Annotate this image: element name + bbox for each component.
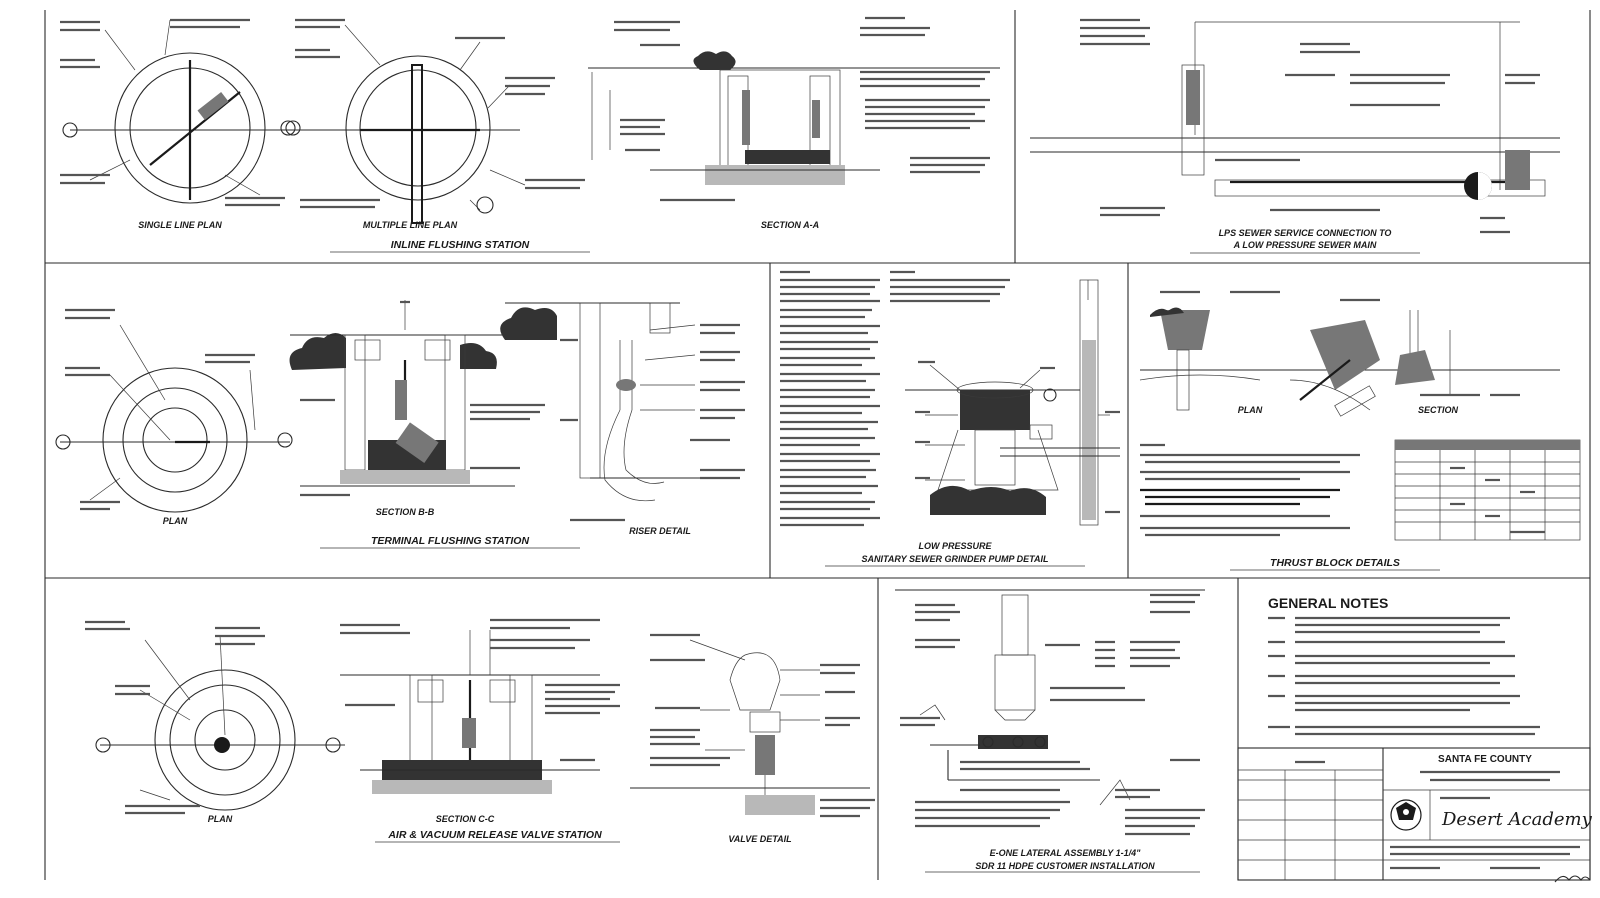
lps-sewer-service-connection-detail: LPS SEWER SERVICE CONNECTION TO A LOW PR… (1030, 18, 1560, 254)
view-label-valve-detail: VALVE DETAIL (728, 834, 791, 844)
pump-notes-column (780, 270, 1010, 527)
view-label-section-b: SECTION B-B (376, 507, 435, 517)
section-a-detail: SECTION A-A (588, 16, 1000, 230)
detail-title-air-vacuum: AIR & VACUUM RELEASE VALVE STATION (387, 829, 602, 841)
view-label-multiple-line-plan: MULTIPLE LINE PLAN (363, 220, 458, 230)
detail-title-pump-line1: LOW PRESSURE (918, 541, 992, 551)
thrust-block-table (1394, 439, 1581, 541)
detail-title-thrust-block: THRUST BLOCK DETAILS (1270, 557, 1400, 569)
detail-title-lps-line1: LPS SEWER SERVICE CONNECTION TO (1219, 228, 1392, 238)
air-vacuum-valve-station-detail: PLAN SECTION C-C (85, 618, 875, 844)
view-label-section-c: SECTION C-C (436, 814, 495, 824)
detail-title-lps-line2: A LOW PRESSURE SEWER MAIN (1233, 240, 1377, 250)
view-label-air-plan: PLAN (208, 814, 233, 824)
grinder-pump-detail: LOW PRESSURE SANITARY SEWER GRINDER PUMP… (780, 270, 1120, 567)
e-one-lateral-assembly-detail: E-ONE LATERAL ASSEMBLY 1-1/4" SDR 11 HDP… (895, 589, 1205, 873)
view-label-riser-detail: RISER DETAIL (629, 526, 691, 536)
view-label-single-line-plan: SINGLE LINE PLAN (138, 220, 222, 230)
detail-title-terminal-flushing: TERMINAL FLUSHING STATION (371, 535, 529, 547)
detail-title-inline-flushing: INLINE FLUSHING STATION (391, 239, 530, 251)
county-seal-icon (1390, 799, 1422, 831)
title-block: SANTA FE COUNTY Desert Academy (1237, 747, 1593, 883)
sheet-frame (44, 10, 1591, 880)
thrust-block-detail: PLAN SECTION (1139, 290, 1581, 571)
detail-title-pump-line2: SANITARY SEWER GRINDER PUMP DETAIL (861, 554, 1048, 564)
detail-title-lateral-line2: SDR 11 HDPE CUSTOMER INSTALLATION (975, 861, 1155, 871)
single-line-plan-view: SINGLE LINE PLAN (60, 18, 315, 230)
inline-flushing-station-detail: SINGLE LINE PLAN (60, 18, 590, 253)
project-logo-text: Desert Academy (1441, 809, 1593, 830)
general-notes-block: GENERAL NOTES (1268, 595, 1540, 736)
general-notes-title: GENERAL NOTES (1268, 595, 1388, 611)
view-label-thrust-section: SECTION (1418, 405, 1459, 415)
multiple-line-plan-view: MULTIPLE LINE PLAN (280, 18, 585, 230)
view-label-terminal-plan: PLAN (163, 516, 188, 526)
detail-title-section-a: SECTION A-A (761, 220, 819, 230)
detail-title-lateral-line1: E-ONE LATERAL ASSEMBLY 1-1/4" (990, 848, 1142, 858)
terminal-flushing-station-detail: PLAN SECTION B-B (55, 300, 745, 549)
view-label-thrust-plan: PLAN (1238, 405, 1263, 415)
title-block-county: SANTA FE COUNTY (1438, 754, 1532, 765)
